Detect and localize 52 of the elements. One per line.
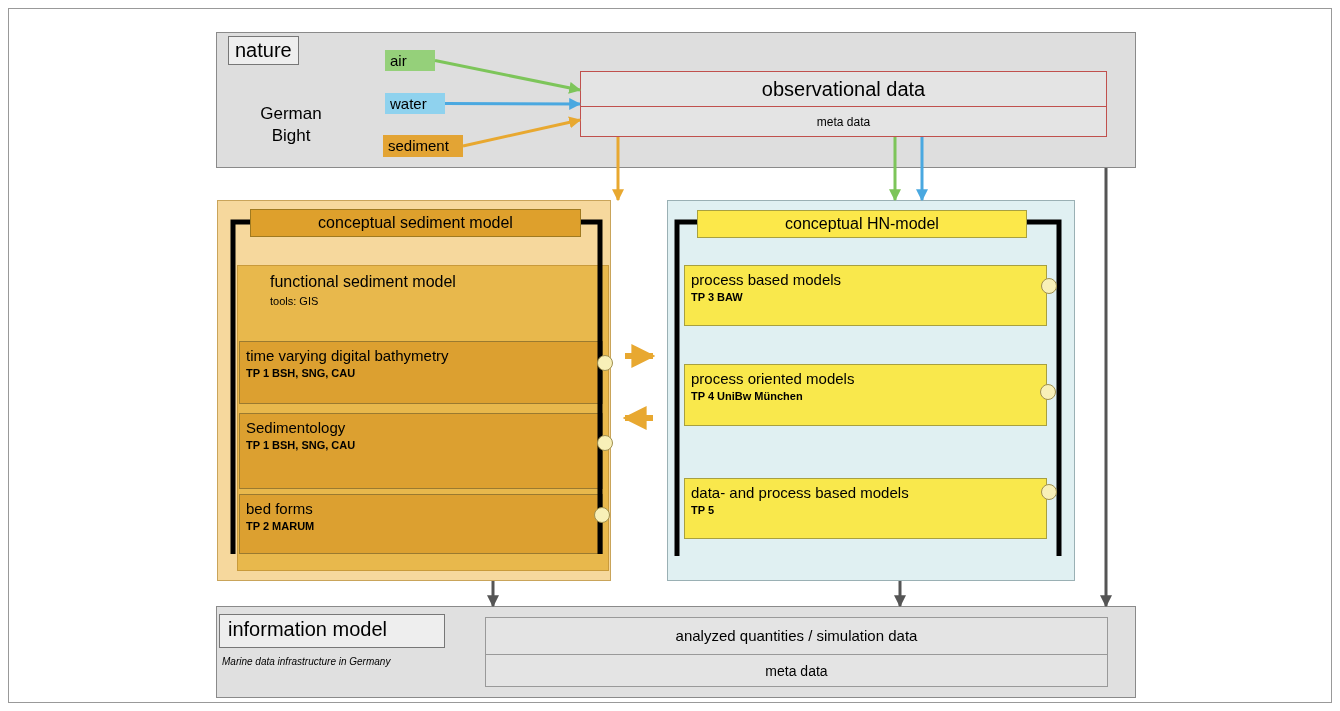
model-title: Sedimentology: [246, 419, 346, 436]
source-label: sediment: [388, 137, 449, 154]
panel-heading: information model: [219, 614, 445, 648]
model-title: functional sediment model: [270, 273, 456, 291]
arrow: [894, 581, 906, 608]
model-header: [697, 210, 1027, 238]
source-tag: [385, 93, 445, 114]
model-header: [250, 209, 581, 237]
model-panel: [217, 200, 611, 581]
nature-panel: [216, 32, 1136, 168]
place-label: German Bight: [259, 103, 323, 147]
sub-model-box: [684, 265, 1047, 326]
note-text: Marine data infrastructure in Germany: [222, 655, 392, 669]
header-title: conceptual HN-model: [784, 215, 940, 233]
arrow: [889, 137, 901, 202]
source-label: air: [390, 52, 407, 69]
arrow: [462, 116, 582, 148]
tools-text: tools: GIS: [270, 295, 319, 307]
sub-model-box: [684, 478, 1047, 539]
arrow: [487, 581, 499, 608]
source-tag: [383, 135, 463, 157]
arrow: [445, 97, 582, 110]
metadata-label: meta data: [764, 662, 829, 681]
source-label: water: [390, 95, 427, 112]
data-box: [485, 617, 1108, 687]
partner-text: TP 1 BSH, SNG, CAU: [246, 367, 356, 379]
model-title: process based models: [691, 271, 842, 288]
source-tag: [385, 50, 435, 71]
model-title: data- and process based models: [691, 484, 909, 501]
partner-text: TP 4 UniBw München: [691, 390, 803, 402]
metadata-label: meta data: [815, 114, 872, 131]
partner-text: TP 2 MARUM: [246, 520, 315, 532]
arrow: [1100, 168, 1112, 608]
header-title: conceptual sediment model: [317, 214, 514, 232]
model-panel: [667, 200, 1075, 581]
data-title: analyzed quantities / simulation data: [674, 626, 919, 646]
arrow: [434, 59, 582, 94]
panel-heading: nature: [228, 36, 299, 65]
model-title: bed forms: [246, 500, 313, 517]
model-title: process oriented models: [691, 370, 855, 387]
partner-text: TP 1 BSH, SNG, CAU: [246, 439, 356, 451]
model-title: time varying digital bathymetry: [246, 347, 449, 364]
arrow: [612, 137, 624, 202]
partner-text: TP 5: [691, 504, 715, 516]
arrow: [625, 344, 656, 368]
data-box: [580, 71, 1107, 137]
sub-model-box: [684, 364, 1047, 426]
information-panel: [216, 606, 1136, 698]
arrow: [622, 406, 653, 430]
data-title: observational data: [760, 77, 927, 102]
arrow: [916, 137, 928, 202]
partner-text: TP 3 BAW: [691, 291, 743, 303]
